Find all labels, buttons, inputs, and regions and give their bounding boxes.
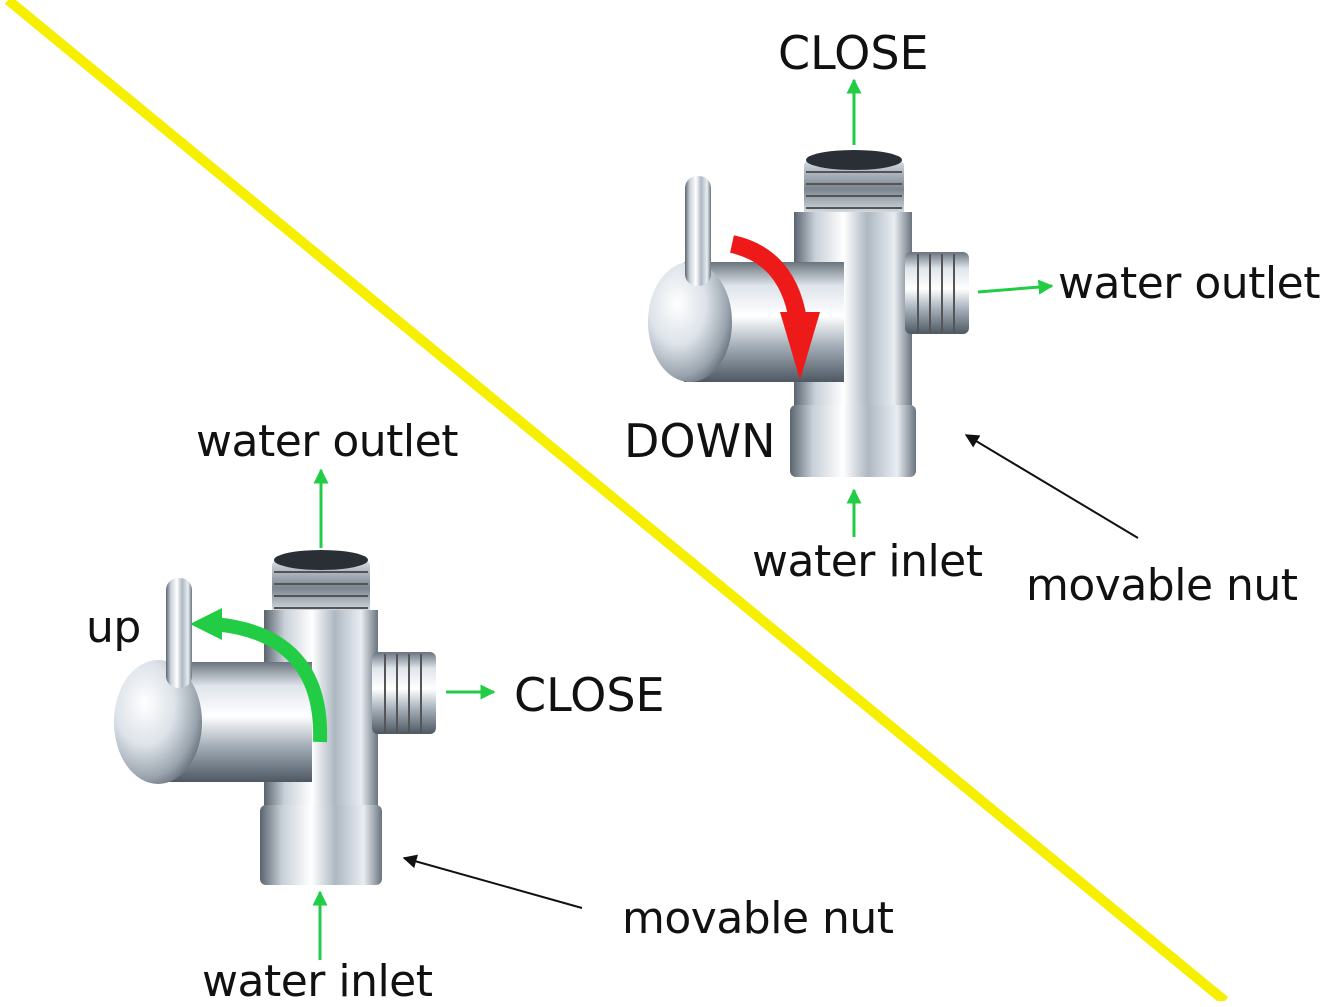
- bottom-valve-side-thread: [372, 652, 436, 734]
- top-valve-inlet-label: water inlet: [752, 536, 983, 587]
- bottom-valve-green-arrow: [190, 608, 328, 743]
- bottom-valve-end-cap: [114, 660, 202, 784]
- top-valve-direction-label: DOWN: [624, 414, 776, 468]
- bottom-valve-nut-label: movable nut: [622, 893, 894, 944]
- top-valve-movable-nut: [790, 405, 916, 477]
- divider-line: [4, 0, 1229, 1001]
- top-valve-red-arrow: [729, 235, 820, 380]
- bottom-valve-outlet-label: water outlet: [196, 416, 458, 467]
- bottom-valve-nut-pointer: [402, 854, 583, 909]
- top-valve-top-thread: [804, 150, 904, 218]
- top-valve-nut-label: movable nut: [1026, 560, 1298, 611]
- top-valve-handle: [685, 176, 711, 286]
- bottom-valve-movable-nut: [260, 805, 382, 885]
- top-valve-outlet-label: water outlet: [1058, 258, 1320, 309]
- bottom-valve-handle: [166, 578, 192, 688]
- bottom-valve-inlet-label: water inlet: [202, 956, 433, 1007]
- top-valve-end-cap: [648, 262, 732, 382]
- bottom-valve-close-label: CLOSE: [514, 668, 665, 722]
- top-valve-close-label: CLOSE: [778, 26, 929, 80]
- top-valve: [648, 78, 1139, 539]
- top-valve-outlet-arrow: [977, 279, 1054, 295]
- bottom-valve: [114, 468, 583, 960]
- top-valve-side-thread: [905, 252, 969, 334]
- bottom-valve-top-thread: [272, 550, 370, 616]
- bottom-valve-direction-label: up: [86, 602, 141, 653]
- top-valve-nut-pointer: [964, 434, 1139, 539]
